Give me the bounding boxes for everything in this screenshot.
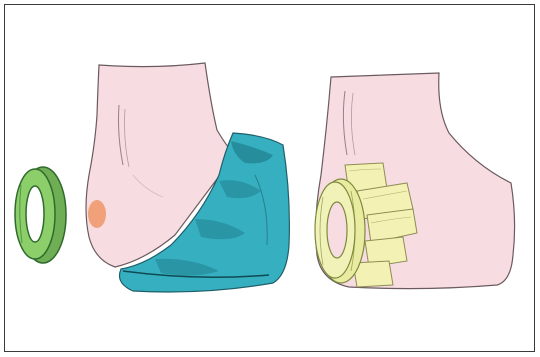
figure-illustration	[5, 5, 536, 353]
figure-frame	[4, 4, 535, 352]
left-panel	[15, 63, 289, 292]
applied-ring-pad-icon	[315, 179, 365, 283]
foam-ring-pad-icon	[15, 167, 66, 263]
right-panel	[315, 73, 515, 289]
blister-spot-icon	[88, 200, 106, 228]
